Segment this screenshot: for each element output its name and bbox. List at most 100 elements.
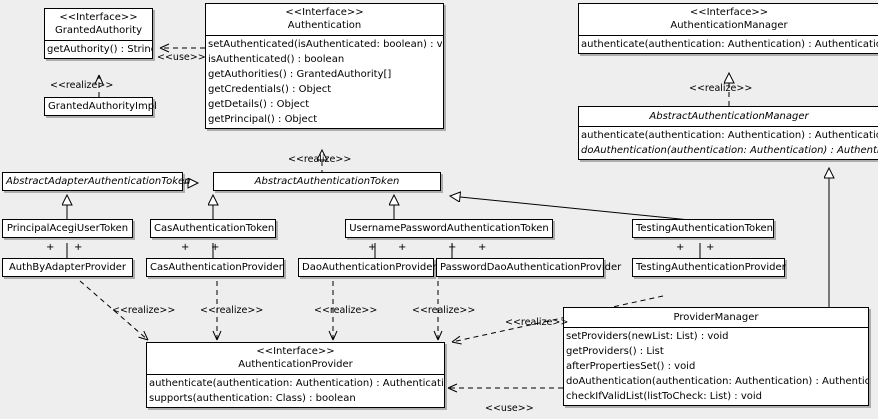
class-header: AbstractAuthenticationManager xyxy=(579,107,878,126)
class-name: GrantedAuthority xyxy=(54,25,143,36)
method-compartment: authenticate(authentication: Authenticat… xyxy=(579,35,878,53)
class-stereotype: <<Interface>> xyxy=(285,7,364,18)
class-header: <<Interface>> GrantedAuthority xyxy=(45,9,152,40)
class-box-testing-authentication-provider[interactable]: TestingAuthenticationProvider xyxy=(632,258,786,277)
relationship-label-use-top: <<use>> xyxy=(157,52,206,63)
relationship-label-realize-authentication-manager: <<realize>> xyxy=(689,83,753,94)
method-item: authenticate(authentication: Authenticat… xyxy=(149,378,444,389)
method-compartment: getAuthority() : String xyxy=(45,40,152,58)
class-box-granted-authority-impl[interactable]: GrantedAuthorityImpl xyxy=(44,97,157,116)
association-multiplicity: + xyxy=(181,242,190,253)
association-multiplicity: + xyxy=(448,242,457,253)
class-box-principal-acegi-user-token[interactable]: PrincipalAcegiUserToken xyxy=(2,219,133,238)
relationship-label-realize-provider-4: <<realize>> xyxy=(412,305,476,316)
class-name: PasswordDaoAuthenticationProvider xyxy=(440,262,622,273)
class-name: AuthenticationProvider xyxy=(238,359,353,370)
association-multiplicity: + xyxy=(706,242,715,253)
class-box-dao-authentication-provider[interactable]: DaoAuthenticationProvider xyxy=(298,258,437,277)
association-multiplicity: + xyxy=(478,242,487,253)
method-compartment: setAuthenticated(isAuthenticated: boolea… xyxy=(206,35,443,128)
class-name: AuthByAdapterProvider xyxy=(8,262,127,273)
method-compartment: authenticate(authentication: Authenticat… xyxy=(579,126,878,159)
class-box-cas-authentication-provider[interactable]: CasAuthenticationProvider xyxy=(146,258,284,277)
method-item: authenticate(authentication: Authenticat… xyxy=(581,130,878,141)
method-item: getProviders() : List xyxy=(566,346,664,357)
class-name: ProviderManager xyxy=(673,312,759,323)
method-item: setProviders(newList: List) : void xyxy=(566,331,729,342)
class-header: AbstractAdapterAuthenticationToken xyxy=(3,173,191,190)
class-name: AbstractAdapterAuthenticationToken xyxy=(6,176,191,187)
association-multiplicity: + xyxy=(74,242,83,253)
association-multiplicity: + xyxy=(46,242,55,253)
class-name: DaoAuthenticationProvider xyxy=(302,262,437,273)
method-item: getCredentials() : Object xyxy=(208,84,332,95)
class-box-granted-authority[interactable]: <<Interface>> GrantedAuthority getAuthor… xyxy=(44,8,153,59)
relationship-label-realize-granted-authority: <<realize>> xyxy=(50,80,114,91)
class-box-testing-authentication-token[interactable]: TestingAuthenticationToken xyxy=(632,219,774,238)
class-header: <<Interface>> AuthenticationProvider xyxy=(147,343,444,374)
class-box-abstract-authentication-manager[interactable]: AbstractAuthenticationManager authentica… xyxy=(578,106,878,160)
class-header: TestingAuthenticationProvider xyxy=(633,259,786,276)
relationship-label-realize-provider-2: <<realize>> xyxy=(200,305,264,316)
class-box-authentication-provider[interactable]: <<Interface>> AuthenticationProvider aut… xyxy=(146,342,445,408)
class-stereotype: <<Interface>> xyxy=(59,12,138,23)
class-header: AuthByAdapterProvider xyxy=(3,259,132,276)
class-name: Authentication xyxy=(287,20,362,31)
relationship-label-use-bottom: <<use>> xyxy=(485,403,534,414)
association-multiplicity: + xyxy=(676,242,685,253)
class-stereotype: <<Interface>> xyxy=(256,346,335,357)
class-box-authentication[interactable]: <<Interface>> Authentication setAuthenti… xyxy=(205,3,444,129)
method-item: checkIfValidList(listToCheck: List) : vo… xyxy=(566,391,763,402)
class-box-authentication-manager[interactable]: <<Interface>> AuthenticationManager auth… xyxy=(578,3,878,54)
class-header: UsernamePasswordAuthenticationToken xyxy=(346,220,552,237)
method-item: getPrincipal() : Object xyxy=(208,114,318,125)
class-name: AuthenticationManager xyxy=(670,20,788,31)
class-name: CasAuthenticationToken xyxy=(154,223,275,234)
method-item: supports(authentication: Class) : boolea… xyxy=(149,393,356,404)
class-name: PrincipalAcegiUserToken xyxy=(6,223,129,234)
class-header: <<Interface>> Authentication xyxy=(206,4,443,35)
class-name: CasAuthenticationProvider xyxy=(150,262,283,273)
method-item: doAuthentication(authentication: Authent… xyxy=(566,376,868,387)
class-name: AbstractAuthenticationToken xyxy=(254,176,400,187)
class-box-username-password-authentication-token[interactable]: UsernamePasswordAuthenticationToken xyxy=(345,219,553,238)
relationship-label-realize-provider-5: <<realize>> xyxy=(505,317,569,328)
class-name: TestingAuthenticationProvider xyxy=(636,262,786,273)
association-multiplicity: + xyxy=(211,242,220,253)
class-stereotype: <<Interface>> xyxy=(689,7,769,18)
class-box-auth-by-adapter-provider[interactable]: AuthByAdapterProvider xyxy=(2,258,133,277)
class-header: ProviderManager xyxy=(564,308,868,327)
class-header: PrincipalAcegiUserToken xyxy=(3,220,132,237)
class-header: CasAuthenticationProvider xyxy=(147,259,283,276)
relationship-label-realize-authentication: <<realize>> xyxy=(288,154,352,165)
method-item: afterPropertiesSet() : void xyxy=(566,361,696,372)
relationship-label-realize-provider-3: <<realize>> xyxy=(314,305,378,316)
class-header: TestingAuthenticationToken xyxy=(633,220,773,237)
method-item: getAuthority() : String xyxy=(47,44,152,55)
class-header: <<Interface>> AuthenticationManager xyxy=(579,4,878,35)
method-item: isAuthenticated() : boolean xyxy=(208,54,345,65)
class-name: TestingAuthenticationToken xyxy=(636,223,774,234)
class-name: GrantedAuthorityImpl xyxy=(48,101,157,112)
class-box-cas-authentication-token[interactable]: CasAuthenticationToken xyxy=(150,219,276,238)
method-item: doAuthentication(authentication: Authent… xyxy=(581,145,878,156)
class-header: PasswordDaoAuthenticationProvider xyxy=(437,259,622,276)
method-item: setAuthenticated(isAuthenticated: boolea… xyxy=(208,39,443,50)
method-item: getDetails() : Object xyxy=(208,99,310,110)
class-name: AbstractAuthenticationManager xyxy=(649,111,809,122)
class-box-provider-manager[interactable]: ProviderManager setProviders(newList: Li… xyxy=(563,307,869,406)
relationship-label-realize-provider-1: <<realize>> xyxy=(112,305,176,316)
class-box-abstract-authentication-token[interactable]: AbstractAuthenticationToken xyxy=(213,172,441,191)
association-multiplicity: + xyxy=(398,242,407,253)
method-compartment: setProviders(newList: List) : void getPr… xyxy=(564,327,868,405)
method-item: getAuthorities() : GrantedAuthority[] xyxy=(208,69,392,80)
method-compartment: authenticate(authentication: Authenticat… xyxy=(147,374,444,407)
class-box-password-dao-authentication-provider[interactable]: PasswordDaoAuthenticationProvider xyxy=(436,258,622,277)
association-multiplicity: + xyxy=(368,242,377,253)
method-item: authenticate(authentication: Authenticat… xyxy=(581,39,878,50)
class-name: UsernamePasswordAuthenticationToken xyxy=(349,223,549,234)
class-header: CasAuthenticationToken xyxy=(151,220,275,237)
class-box-abstract-adapter-authentication-token[interactable]: AbstractAdapterAuthenticationToken xyxy=(2,172,191,191)
class-header: GrantedAuthorityImpl xyxy=(45,98,157,115)
